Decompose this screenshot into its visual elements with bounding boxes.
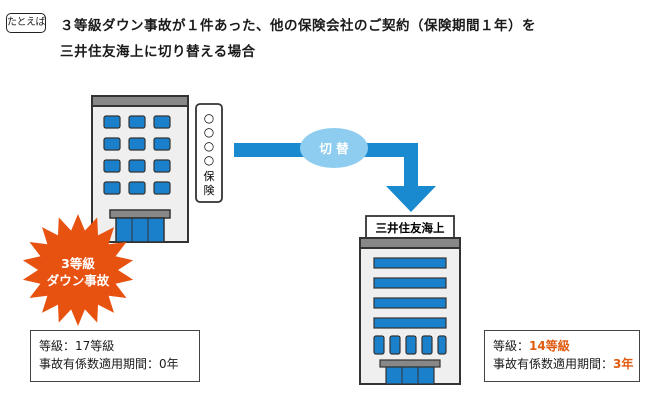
sign-char-1: ○	[204, 111, 214, 125]
left-building-window	[103, 115, 121, 129]
left-building-window	[103, 159, 121, 173]
left-building-window	[128, 137, 146, 151]
right-building-roof	[359, 237, 461, 249]
starburst-line-1: 3等級	[61, 256, 95, 271]
before-grade-row: 等級：17等級	[39, 337, 191, 355]
left-building-sign	[195, 103, 223, 203]
arrow-vertical	[404, 143, 418, 188]
switch-bubble	[300, 128, 368, 168]
left-building-window	[153, 159, 171, 173]
left-building-awning	[109, 209, 171, 219]
after-switch-info-box: 等級：14等級 事故有係数適用期間：3年	[484, 330, 640, 382]
arrow-head	[386, 186, 436, 212]
after-period-value: 3年	[613, 357, 634, 371]
sign-char-5: 保	[204, 169, 215, 183]
right-building-strips	[373, 257, 447, 329]
left-building-window	[103, 137, 121, 151]
sign-char-6: 険	[204, 184, 215, 197]
left-building-window	[128, 181, 146, 195]
after-grade-row: 等級：14等級	[493, 337, 631, 355]
left-building-windows	[103, 115, 171, 195]
switch-label: 切 替	[319, 141, 349, 156]
after-grade-value: 14等級	[529, 339, 570, 353]
before-grade-value: 17等級	[75, 339, 115, 353]
after-grade-label: 等級：	[493, 339, 530, 353]
right-building-columns	[373, 335, 447, 355]
heading-line-1: ３等級ダウン事故が１件あった、他の保険会社のご契約（保険期間１年）を	[60, 18, 536, 34]
sign-char-3: ○	[204, 139, 214, 153]
left-building-window	[128, 159, 146, 173]
before-period-row: 事故有係数適用期間：0年	[39, 355, 191, 373]
before-period-label: 事故有係数適用期間：	[39, 357, 160, 371]
heading-line-2: 三井住友海上に切り替える場合	[60, 44, 256, 60]
right-building-sign-text: 三井住友海上	[376, 221, 445, 235]
left-building: ○ ○ ○ ○ 保 険	[91, 95, 223, 243]
left-building-door	[115, 217, 165, 243]
sign-char-4: ○	[204, 153, 214, 167]
sign-char-2: ○	[204, 125, 214, 139]
starburst-shape	[22, 214, 134, 326]
left-building-window	[153, 181, 171, 195]
accident-starburst: 3等級 ダウン事故	[22, 214, 134, 326]
switch-arrow: 切 替	[234, 128, 436, 212]
right-building-awning	[379, 359, 441, 368]
left-building-window	[103, 181, 121, 195]
left-building-window	[153, 137, 171, 151]
before-switch-info-box: 等級：17等級 事故有係数適用期間：0年	[30, 330, 200, 382]
right-building: 三井住友海上	[359, 215, 461, 385]
before-period-value: 0年	[159, 357, 179, 371]
after-period-row: 事故有係数適用期間：3年	[493, 355, 634, 373]
example-badge: たとえば	[6, 13, 46, 33]
left-building-window	[128, 115, 146, 129]
left-building-roof	[91, 95, 189, 107]
after-period-label: 事故有係数適用期間：	[493, 357, 614, 371]
right-building-door	[385, 366, 435, 385]
starburst-line-2: ダウン事故	[47, 273, 110, 288]
left-building-window	[153, 115, 171, 129]
before-grade-label: 等級：	[39, 339, 76, 353]
